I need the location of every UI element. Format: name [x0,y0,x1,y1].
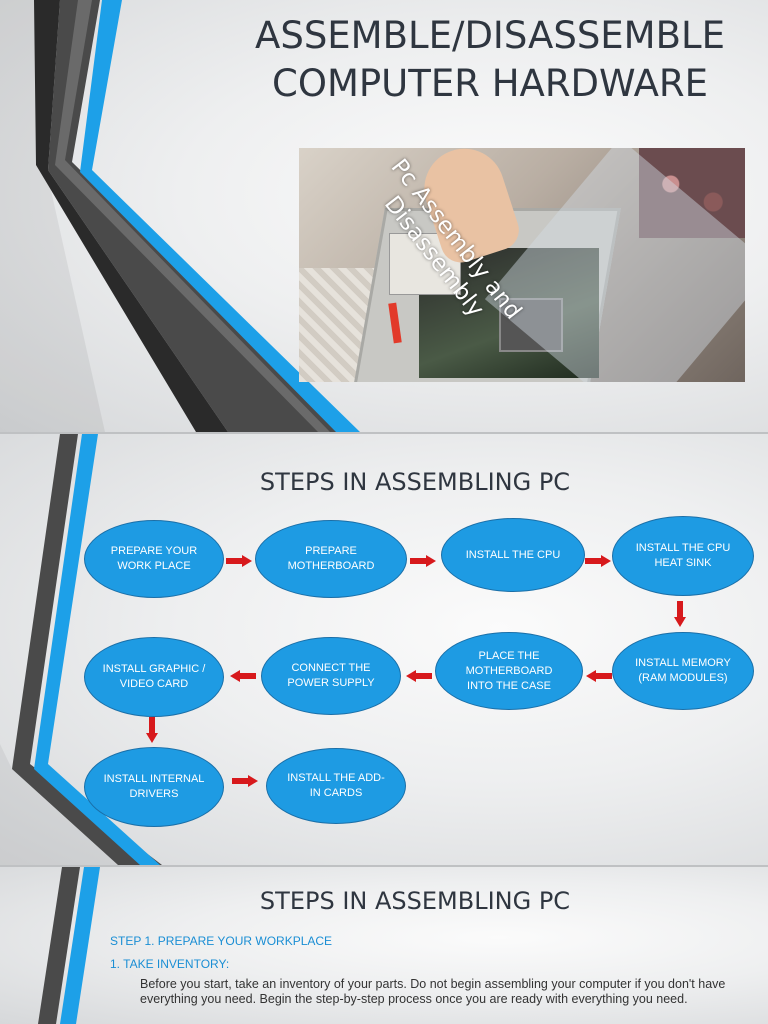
red-arrow-icon [585,555,611,567]
step-heading: STEP 1. PREPARE YOUR WORKPLACE [110,934,333,948]
flowchart-slide: STEPS IN ASSEMBLING PC PREPARE YOUR WORK… [0,434,768,865]
sub-heading: 1. TAKE INVENTORY: [110,957,230,971]
flow-step-3: INSTALL THE CPU [441,518,585,592]
red-arrow-icon [226,555,252,567]
flow-step-1: PREPARE YOUR WORK PLACE [84,520,224,598]
red-arrow-icon [230,670,256,682]
hardware-photo [299,148,745,382]
title-slide: ASSEMBLE/DISASSEMBLE COMPUTER HARDWARE P… [0,0,768,432]
red-arrow-icon [232,775,258,787]
red-arrow-icon [586,670,612,682]
red-arrow-icon [146,717,158,743]
title-line-1: ASSEMBLE/DISASSEMBLE [255,14,725,57]
flow-step-2: PREPARE MOTHERBOARD [255,520,407,598]
slide-title: ASSEMBLE/DISASSEMBLE COMPUTER HARDWARE [150,12,768,108]
red-arrow-icon [674,601,686,627]
slide-title: STEPS IN ASSEMBLING PC [259,887,571,915]
flow-step-8: INSTALL GRAPHIC / VIDEO CARD [84,637,224,717]
red-arrow-icon [410,555,436,567]
title-line-2: COMPUTER HARDWARE [271,62,708,105]
body-paragraph: Before you start, take an inventory of y… [140,977,726,1006]
red-arrow-icon [406,670,432,682]
flow-step-10: INSTALL THE ADD-IN CARDS [266,748,406,824]
flow-step-5: INSTALL MEMORY (RAM MODULES) [612,632,754,710]
flow-step-6: PLACE THE MOTHERBOARD INTO THE CASE [435,632,583,710]
flow-step-4: INSTALL THE CPU HEAT SINK [612,516,754,596]
slide-title: STEPS IN ASSEMBLING PC [259,468,571,496]
flow-step-7: CONNECT THE POWER SUPPLY [261,637,401,715]
detail-slide: STEPS IN ASSEMBLING PC STEP 1. PREPARE Y… [0,867,768,1024]
flow-step-9: INSTALL INTERNAL DRIVERS [84,747,224,827]
